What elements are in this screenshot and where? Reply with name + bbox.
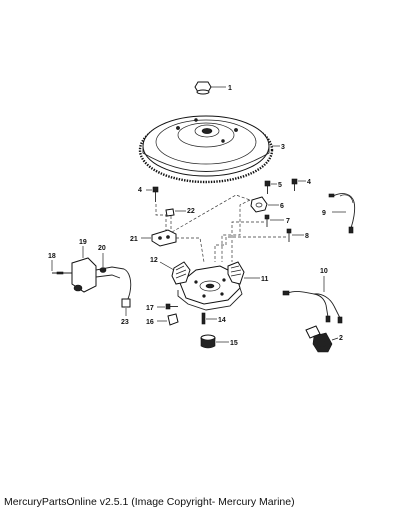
callout-1: 1 (228, 85, 232, 92)
switch-2 (305, 325, 339, 353)
callout-4-left: 4 (138, 187, 142, 194)
callout-9: 9 (322, 210, 326, 217)
screw-17 (157, 303, 178, 310)
callout-22: 22 (187, 208, 195, 215)
callout-20: 20 (98, 245, 106, 252)
callout-12: 12 (150, 257, 158, 264)
ignition-coil (71, 246, 125, 293)
flywheel-nut (194, 81, 226, 95)
callout-4-right: 4 (307, 179, 311, 186)
callout-5: 5 (278, 182, 282, 189)
clamp-16 (157, 313, 179, 326)
callout-8: 8 (305, 233, 309, 240)
pin-14 (201, 312, 217, 325)
callout-3: 3 (281, 144, 285, 151)
callout-17: 17 (146, 305, 154, 312)
wire-clamp (221, 196, 279, 262)
screw-4-right (291, 178, 306, 191)
lead-wire-9 (328, 193, 356, 234)
callout-18: 18 (48, 253, 56, 260)
nut-20 (99, 253, 107, 273)
callout-23: 23 (121, 319, 129, 326)
callout-16: 16 (146, 319, 154, 326)
image-caption: MercuryPartsOnline v2.5.1 (Image Copyrig… (4, 496, 295, 508)
callout-21: 21 (130, 236, 138, 243)
lead-wire-23 (121, 268, 132, 316)
callout-14: 14 (218, 317, 226, 324)
callout-6: 6 (280, 203, 284, 210)
screw-4-left (146, 186, 167, 238)
wire-end-18 (51, 260, 72, 275)
callout-15: 15 (230, 340, 238, 347)
callout-11: 11 (261, 276, 269, 283)
wire-clip (165, 208, 186, 232)
callout-2: 2 (339, 335, 343, 342)
callout-19: 19 (79, 239, 87, 246)
wiring-harness (282, 276, 343, 324)
callout-7: 7 (286, 218, 290, 225)
trigger (141, 194, 251, 263)
screw-5 (264, 180, 277, 194)
stator (171, 261, 260, 311)
flywheel (138, 115, 280, 184)
screw-7 (231, 214, 284, 262)
bushing-15 (200, 334, 229, 349)
exploded-parts-diagram: 1 3 4 22 21 (48, 81, 356, 353)
callout-10: 10 (320, 268, 328, 275)
screw-8 (214, 228, 304, 262)
